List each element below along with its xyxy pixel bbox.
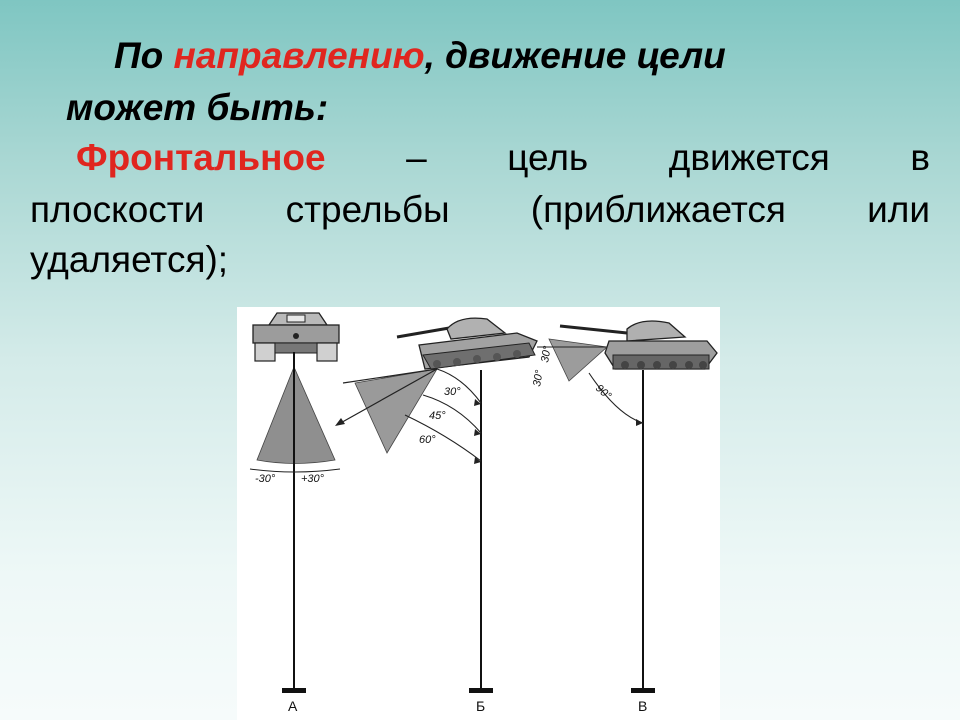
point-label-b: Б (476, 698, 485, 714)
angle-label: 30° (531, 368, 546, 387)
definition-word: цель (507, 137, 589, 178)
heading-text-2: , движение цели (424, 35, 726, 76)
frontal-movement-diagram: -30° +30° 30° 45° 60° (237, 307, 720, 720)
definition-word: – (406, 137, 427, 178)
sector-c (548, 338, 608, 382)
angle-label: 60° (419, 434, 436, 446)
firing-point-marker (631, 688, 655, 693)
point-label-c: В (638, 698, 647, 714)
definition-word: движется (668, 137, 830, 178)
tank-front-view (252, 312, 340, 362)
definition-term: Фронтальное (76, 137, 326, 178)
definition-line-3: удаляется); (30, 239, 229, 280)
definition-word: в (910, 137, 930, 178)
tank-side-view (559, 320, 718, 370)
angle-label: +30° (301, 473, 325, 485)
heading-accent: направлению (173, 35, 425, 76)
firing-point-marker (469, 688, 493, 693)
diagram-svg: -30° +30° 30° 45° 60° (249, 312, 718, 714)
angle-label: 30° (444, 386, 461, 398)
definition-word: или (867, 189, 930, 230)
heading-line-2: может быть: (66, 87, 329, 128)
definition-line-2: плоскости стрельбы (приближается или (30, 188, 930, 232)
angle-label: 90° (593, 382, 614, 402)
angle-label: 45° (429, 410, 446, 422)
tank-oblique-view (396, 317, 538, 370)
point-label-a: А (288, 698, 298, 714)
definition-word: (приближается (530, 189, 786, 230)
sector-b (354, 368, 438, 454)
definition-word: плоскости (30, 189, 205, 230)
heading-text-1: По (114, 35, 174, 76)
angle-label: -30° (255, 473, 276, 485)
angle-label: 30° (539, 344, 554, 363)
definition-word: стрельбы (285, 189, 450, 230)
sector-a (256, 365, 336, 464)
firing-point-marker (282, 688, 306, 693)
heading-line-1: По направлению, движение цели (114, 34, 960, 78)
definition-line-1: Фронтальное – цель движется в (30, 136, 930, 180)
